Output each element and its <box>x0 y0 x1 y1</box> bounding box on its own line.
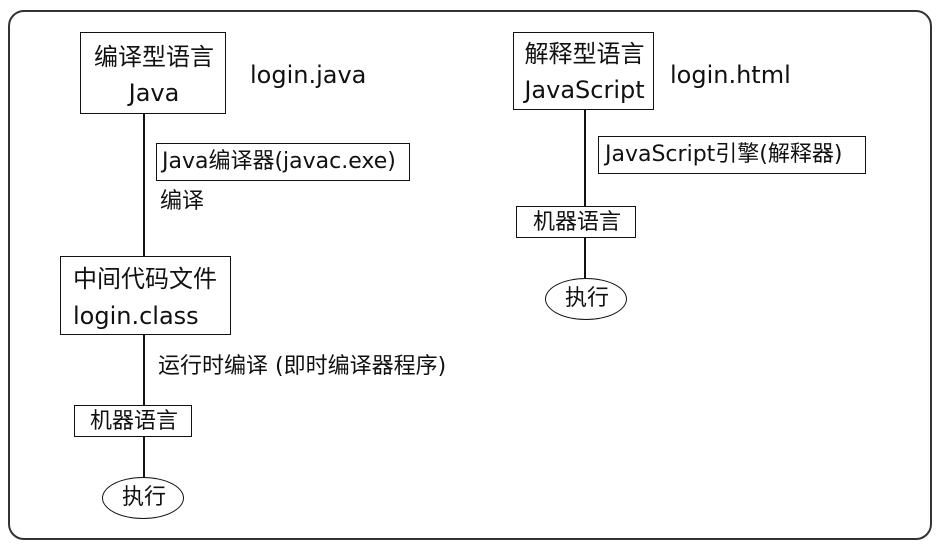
compiled-language-name: Java <box>128 79 180 107</box>
compiled-language-box: 编译型语言 Java <box>80 32 226 114</box>
java-compiler-box: Java编译器(javac.exe) <box>156 143 410 181</box>
interpreted-language-title: 解释型语言 <box>524 40 645 68</box>
left-execute-label: 执行 <box>121 485 166 510</box>
compile-step-label: 编译 <box>160 189 205 214</box>
left-execute-oval: 执行 <box>102 477 184 519</box>
java-source-file: login.java <box>250 61 367 89</box>
right-machine-language-box: 机器语言 <box>516 206 636 238</box>
html-source-file: login.html <box>670 61 791 89</box>
left-machine-language-box: 机器语言 <box>74 405 192 437</box>
compiled-language-title: 编译型语言 <box>94 43 214 71</box>
intermediate-file-name: login.class <box>73 302 199 330</box>
java-compiler-label: Java编译器(javac.exe) <box>162 149 396 174</box>
connector-right-machine-to-execute <box>584 238 586 278</box>
right-machine-language-label: 机器语言 <box>532 210 621 235</box>
connector-left-machine-to-execute <box>143 437 145 477</box>
connector-intermediate-to-machine <box>143 335 145 405</box>
javascript-engine-box: JavaScript引擎(解释器) <box>598 136 866 174</box>
right-execute-label: 执行 <box>564 286 609 311</box>
interpreted-language-box: 解释型语言 JavaScript <box>513 32 654 110</box>
intermediate-file-title: 中间代码文件 <box>73 265 217 293</box>
javascript-engine-label: JavaScript引擎(解释器) <box>605 142 843 167</box>
left-machine-language-label: 机器语言 <box>89 409 178 434</box>
jit-compile-label: 运行时编译 (即时编译器程序) <box>158 354 447 379</box>
right-execute-oval: 执行 <box>545 278 627 320</box>
interpreted-language-name: JavaScript <box>524 76 645 104</box>
intermediate-file-box: 中间代码文件 login.class <box>60 256 231 335</box>
connector-compiled-to-intermediate <box>143 114 145 256</box>
connector-interpreted-to-machine <box>584 110 586 206</box>
